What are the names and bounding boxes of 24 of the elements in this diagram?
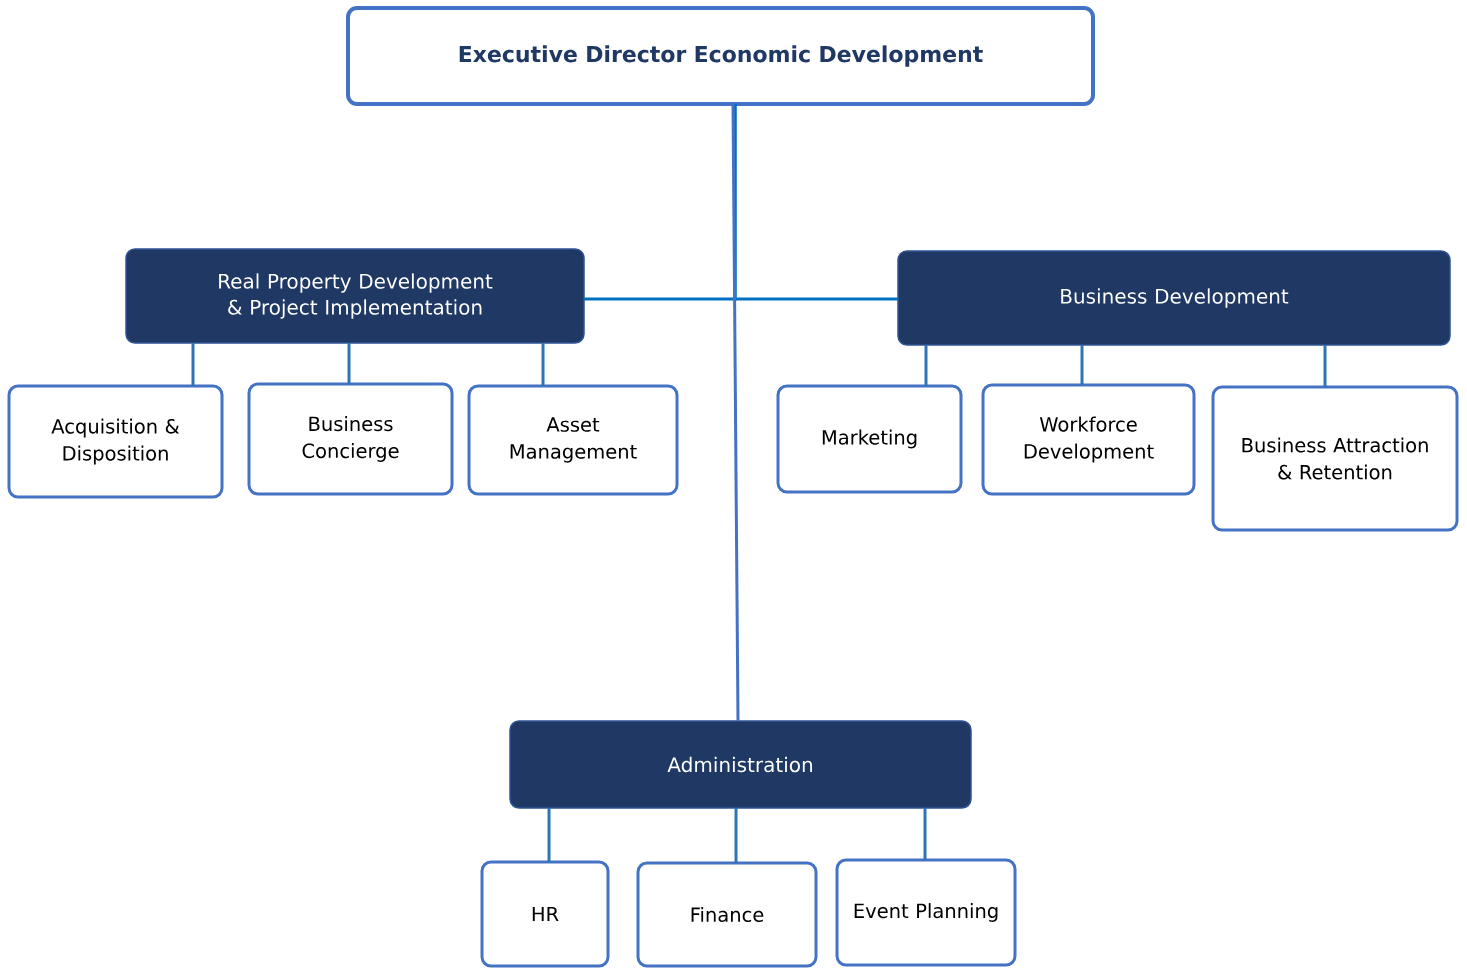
connector-line xyxy=(923,808,927,860)
title-box: Executive Director Economic Development xyxy=(346,6,1095,106)
unit-box: Business Concierge xyxy=(247,382,454,496)
connector-line xyxy=(733,104,898,301)
unit-box: Finance xyxy=(636,861,818,968)
department-box: Administration xyxy=(509,720,972,809)
department-box: Real Property Development & Project Implementation xyxy=(125,248,585,344)
connector-line xyxy=(547,808,551,862)
unit-box: Event Planning xyxy=(835,858,1017,967)
unit-box: Workforce Development xyxy=(981,383,1196,496)
connector-line xyxy=(1323,345,1327,387)
connector-line xyxy=(191,343,195,386)
connector-line xyxy=(541,343,545,386)
unit-box: Marketing xyxy=(776,384,963,494)
connector-line xyxy=(347,343,351,384)
unit-box: Asset Management xyxy=(467,384,679,496)
unit-box: Acquisition & Disposition xyxy=(7,384,224,499)
connector-line xyxy=(924,345,928,386)
department-box: Business Development xyxy=(897,250,1451,346)
connector-line xyxy=(1080,345,1084,385)
connector-line xyxy=(731,104,740,721)
unit-box: HR xyxy=(480,860,610,968)
unit-box: Business Attraction & Retention xyxy=(1211,385,1459,532)
connector-line xyxy=(734,808,738,863)
